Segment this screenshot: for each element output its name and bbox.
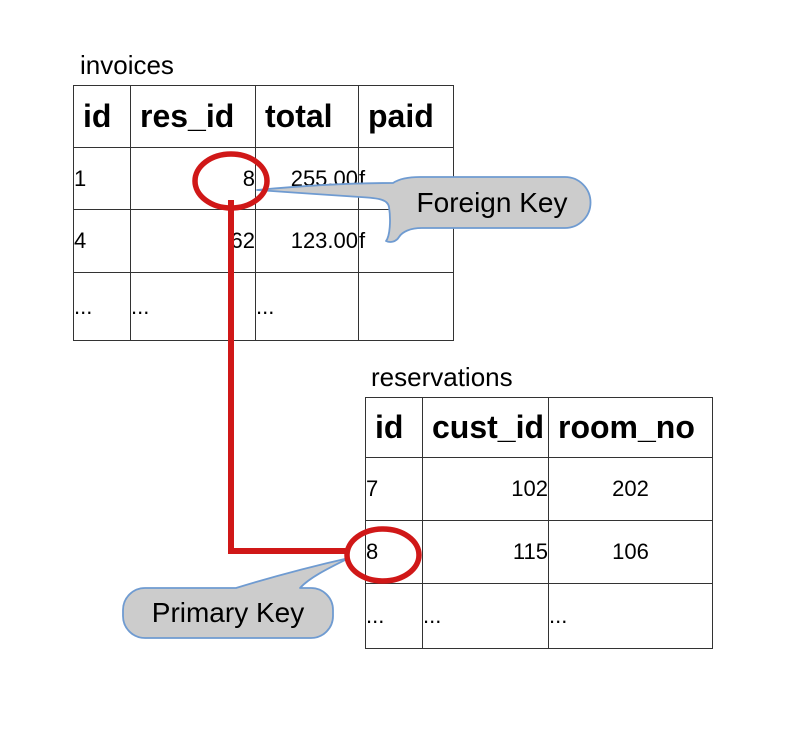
reservations-row-ellipsis: ... ... ... <box>365 583 713 649</box>
table-cell: 7 <box>365 457 423 521</box>
table-cell: 255.00 <box>255 147 359 210</box>
table-cell: 123.00 <box>255 209 359 273</box>
table-cell-primary-key-value: 8 <box>365 520 423 584</box>
reservations-col-room-no: room_no <box>548 397 713 458</box>
invoices-col-paid: paid <box>358 85 454 148</box>
table-cell: ... <box>422 583 549 649</box>
invoices-col-id: id <box>73 85 131 148</box>
reservations-row-1: 7 102 202 <box>365 457 713 521</box>
invoices-col-res-id: res_id <box>130 85 256 148</box>
primary-key-callout-label: Primary Key <box>151 597 305 628</box>
table-cell: ... <box>548 583 713 649</box>
reservations-header-row: id cust_id room_no <box>365 397 713 458</box>
table-cell: 106 <box>548 520 713 584</box>
table-cell <box>358 272 454 341</box>
table-cell: 4 <box>73 209 131 273</box>
table-cell: 102 <box>422 457 549 521</box>
table-cell: 202 <box>548 457 713 521</box>
table-cell: 1 <box>73 147 131 210</box>
reservations-col-id: id <box>365 397 423 458</box>
invoices-header-row: id res_id total paid <box>73 85 454 148</box>
invoices-col-total: total <box>255 85 359 148</box>
table-cell: ... <box>365 583 423 649</box>
reservations-table: id cust_id room_no 7 102 202 8 115 106 .… <box>365 397 713 649</box>
table-cell-foreign-key-value: 8 <box>130 147 256 210</box>
table-cell: ... <box>130 272 256 341</box>
invoices-table-title: invoices <box>80 50 174 80</box>
reservations-col-cust-id: cust_id <box>422 397 549 458</box>
foreign-key-callout-label: Foreign Key <box>416 187 568 218</box>
table-cell: 62 <box>130 209 256 273</box>
table-cell: ... <box>73 272 131 341</box>
table-cell: 115 <box>422 520 549 584</box>
invoices-row-ellipsis: ... ... ... <box>73 272 454 341</box>
reservations-row-2: 8 115 106 <box>365 520 713 584</box>
reservations-table-title: reservations <box>371 362 513 392</box>
table-cell: ... <box>255 272 359 341</box>
